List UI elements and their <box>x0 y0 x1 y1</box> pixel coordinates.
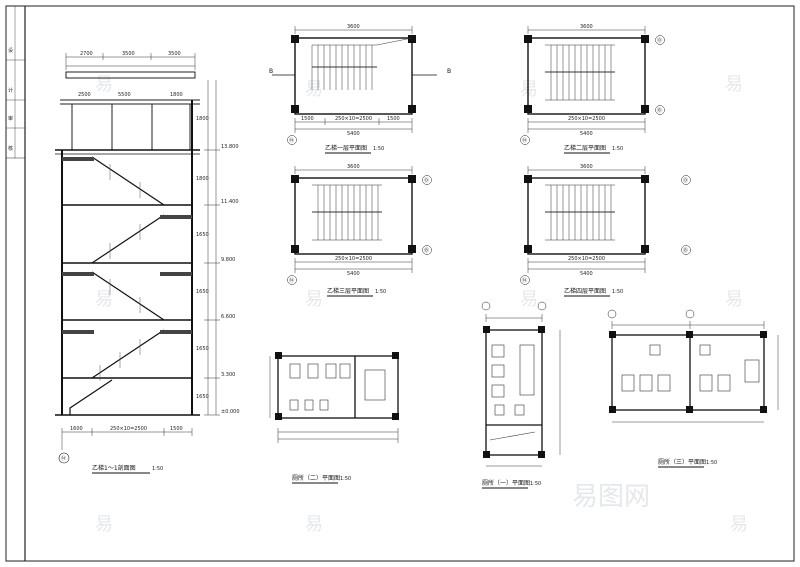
dim-text: 5400 <box>580 131 593 137</box>
stair-plan-2: 3600 Ⓓ Ⓑ 250×10=2500 5400 ⑭ 乙梯二层平面图 1: <box>520 24 665 154</box>
axis-label: Ⓓ <box>683 177 688 184</box>
watermark: 易 <box>305 514 323 535</box>
toilet-plan-3: 厕所（三）平面图 1:50 <box>607 309 779 468</box>
axis-label: ⑭ <box>522 277 527 284</box>
dim-text: 250×10=2500 <box>335 116 372 122</box>
title-block-cell: 计 <box>8 87 13 94</box>
title-block-cell: 设 <box>8 47 13 54</box>
title-block: 设 计 审 核 <box>8 47 13 152</box>
plan-title: 乙梯一层平面图 <box>325 144 367 152</box>
toilet-plan-2: 厕所（二）平面图 1:50 <box>269 352 399 484</box>
dim-text: 2700 <box>80 51 93 57</box>
toilet-plan-1: 厕所（一）平面图 1:50 <box>481 301 561 489</box>
dim-text: 1600 <box>70 426 83 432</box>
toilet-scale: 1:50 <box>340 476 351 482</box>
section-scale: 1:50 <box>152 466 163 472</box>
dim-text: 250×10=2500 <box>568 256 605 262</box>
toilet-title: 厕所（一）平面图 <box>482 479 530 487</box>
axis-label: ⑭ <box>289 137 294 144</box>
toilet-title: 厕所（二）平面图 <box>292 474 340 482</box>
dim-text: 250×10=2500 <box>568 116 605 122</box>
axis-label: Ⓓ <box>424 177 429 184</box>
dim-text: 1800 <box>196 116 209 122</box>
dim-text: 1650 <box>196 346 209 352</box>
watermark: 易 <box>305 79 323 100</box>
watermark-brand: 易图网 <box>572 482 650 512</box>
dim-text: 3600 <box>347 164 360 170</box>
dim-text: 5400 <box>347 131 360 137</box>
dim-text: 3600 <box>580 164 593 170</box>
axis-label: Ⓓ <box>657 37 662 44</box>
watermark: 易 <box>95 74 113 95</box>
watermark: 易 <box>95 289 113 310</box>
level-text: 11.400 <box>221 199 239 205</box>
level-text: ±0.000 <box>221 409 240 415</box>
plan-title: 乙梯三层平面图 <box>327 287 369 295</box>
dim-text: 250×10=2500 <box>335 256 372 262</box>
watermark: 易 <box>520 289 538 310</box>
dim-text: 1800 <box>196 176 209 182</box>
level-text: 6.600 <box>221 314 235 320</box>
dim-text: 5500 <box>118 92 131 98</box>
watermark: 易 <box>725 74 743 95</box>
section-mark: B <box>447 68 451 75</box>
watermark: 易 <box>725 289 743 310</box>
axis-label: ⑭ <box>289 277 294 284</box>
dim-text: 3500 <box>122 51 135 57</box>
level-text: 3.300 <box>221 372 235 378</box>
plan-scale: 1:50 <box>375 289 386 295</box>
watermark-layer: 易 易 易 易 易 易 易 易 易 易 易 易图网 <box>95 74 748 535</box>
dim-text: 2500 <box>78 92 91 98</box>
dim-text: 5400 <box>580 271 593 277</box>
sheet-border <box>5 5 795 562</box>
toilet-title: 厕所（三）平面图 <box>658 458 706 466</box>
axis-label: Ⓑ <box>657 107 662 114</box>
plan-title: 乙梯二层平面图 <box>564 144 606 152</box>
title-block-cell: 审 <box>8 115 13 122</box>
title-block-cell: 核 <box>8 145 13 152</box>
dim-text: 1650 <box>196 289 209 295</box>
toilet-scale: 1:50 <box>530 481 541 487</box>
watermark: 易 <box>305 289 323 310</box>
toilet-scale: 1:50 <box>706 460 717 466</box>
dim-text: 1650 <box>196 394 209 400</box>
plan-title: 乙梯四层平面图 <box>564 287 606 295</box>
watermark: 易 <box>520 79 538 100</box>
level-text: 9.800 <box>221 257 235 263</box>
stair-plan-3: 3600 Ⓓ Ⓑ 250×10=2500 5400 ⑭ 乙梯三层平面图 1: <box>287 164 432 297</box>
stair-plan-1: 3600 B B 1500 250×10=2500 <box>269 24 451 154</box>
dim-text: 1800 <box>170 92 183 98</box>
axis-label: ⑭ <box>522 137 527 144</box>
axis-label: Ⓑ <box>683 247 688 254</box>
stair-plan-4: 3600 Ⓓ Ⓑ 250×10=2500 5400 ⑭ 乙梯四层平面图 1: <box>520 164 691 297</box>
dim-text: 3500 <box>168 51 181 57</box>
dim-text: 5400 <box>347 271 360 277</box>
level-text: 13.800 <box>221 144 239 150</box>
plan-scale: 1:50 <box>612 289 623 295</box>
dim-text: 3600 <box>347 24 360 30</box>
axis-label: ⑭ <box>61 455 66 462</box>
dim-text: 1500 <box>301 116 314 122</box>
stair-section: 2700 3500 3500 2500 5500 1800 <box>55 51 240 474</box>
dim-text: 1500 <box>170 426 183 432</box>
plan-scale: 1:50 <box>373 146 384 152</box>
axis-label: Ⓑ <box>424 247 429 254</box>
watermark: 易 <box>95 514 113 535</box>
dim-text: 1500 <box>387 116 400 122</box>
watermark: 易 <box>730 514 748 535</box>
section-title: 乙梯1～1剖面图 <box>92 464 136 472</box>
section-mark: B <box>269 68 273 75</box>
plan-scale: 1:50 <box>612 146 623 152</box>
dim-text: 250×10=2500 <box>110 426 147 432</box>
dim-text: 3600 <box>580 24 593 30</box>
dim-text: 1650 <box>196 232 209 238</box>
